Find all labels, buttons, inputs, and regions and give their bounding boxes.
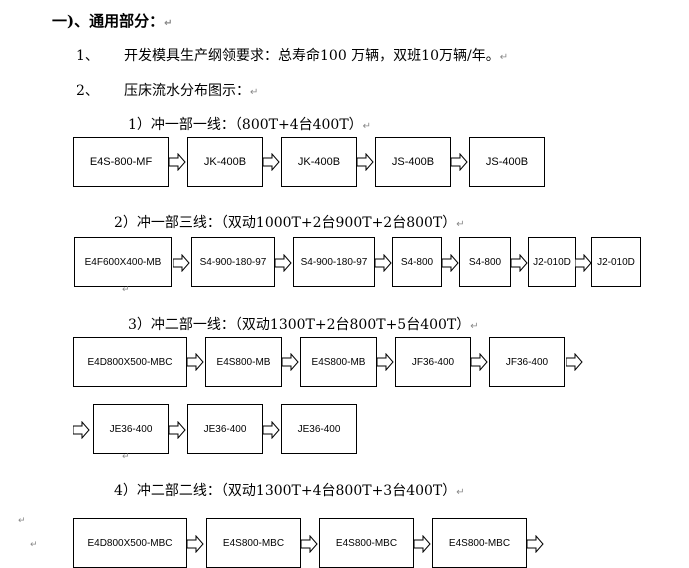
press-box: JF36-400 <box>489 337 565 387</box>
flow-arrow-icon <box>566 353 583 371</box>
press-box: E4S800-MB <box>300 337 377 387</box>
flow-arrow-icon <box>511 254 528 272</box>
press-box: E4S800-MBC <box>432 518 527 568</box>
flow-arrow-icon <box>169 421 186 439</box>
section-title: 一)、通用部分：↵ <box>52 12 173 30</box>
press-box: JE36-400 <box>281 404 357 454</box>
list-item-2-text: 压床流水分布图示：↵ <box>124 83 259 99</box>
flow-arrow-icon <box>451 153 468 171</box>
flow-arrow-icon <box>527 535 544 553</box>
paragraph-mark: ↵ <box>18 516 26 526</box>
press-box: JK-400B <box>281 137 357 187</box>
press-box: JK-400B <box>187 137 263 187</box>
list-item-1-text: 开发模具生产纲领要求：总寿命100 万辆，双班10万辆/年。↵ <box>124 48 509 64</box>
paragraph-mark: ↵ <box>122 285 130 295</box>
press-box: S4-800 <box>392 237 442 287</box>
flow-arrow-icon <box>442 254 459 272</box>
flow-arrow-icon <box>169 153 186 171</box>
paragraph-mark: ↵ <box>122 452 130 462</box>
press-box: JS-400B <box>469 137 545 187</box>
flow-arrow-icon <box>263 421 280 439</box>
flow-arrow-icon <box>263 153 280 171</box>
press-box: E4S800-MBC <box>206 518 301 568</box>
flow-arrow-icon <box>73 421 90 439</box>
flow-arrow-icon <box>357 153 374 171</box>
list-item-2: 2、 <box>76 83 99 99</box>
flow-arrow-icon <box>187 535 204 553</box>
flow-arrow-icon <box>282 353 299 371</box>
paragraph-mark: ↵ <box>30 540 38 550</box>
press-box: E4S800-MB <box>205 337 282 387</box>
press-box: E4D800X500-MBC <box>73 518 187 568</box>
list-item-1: 1、 <box>76 48 99 64</box>
flow-arrow-icon <box>377 353 394 371</box>
line-title-2: 2）冲一部三线：（双动1000T+2台900T+2台800T）↵ <box>114 215 465 231</box>
line-title-1: 1）冲一部一线：（800T+4台400T）↵ <box>128 117 372 133</box>
flow-arrow-icon <box>414 535 431 553</box>
line-title-3: 3）冲二部一线：（双动1300T+2台800T+5台400T）↵ <box>128 317 479 333</box>
flow-arrow-icon <box>301 535 318 553</box>
line-title-4: 4）冲二部二线：（双动1300T+4台800T+3台400T）↵ <box>114 483 465 499</box>
flow-arrow-icon <box>575 254 592 272</box>
press-box: E4D800X500-MBC <box>73 337 187 387</box>
press-box: S4-900-180-97 <box>293 237 375 287</box>
press-box: E4F600X400-MB <box>74 237 172 287</box>
press-box: JE36-400 <box>93 404 169 454</box>
flow-arrow-icon <box>375 254 392 272</box>
press-box: E4S-800-MF <box>73 137 169 187</box>
flow-arrow-icon <box>173 254 190 272</box>
press-box: JF36-400 <box>395 337 471 387</box>
press-box: JS-400B <box>375 137 451 187</box>
flow-arrow-icon <box>275 254 292 272</box>
press-box: J2-010D <box>591 237 641 287</box>
press-box: JE36-400 <box>187 404 263 454</box>
press-box: S4-900-180-97 <box>191 237 275 287</box>
flow-arrow-icon <box>187 353 204 371</box>
flow-arrow-icon <box>471 353 488 371</box>
press-box: S4-800 <box>459 237 511 287</box>
press-box: E4S800-MBC <box>319 518 414 568</box>
press-box: J2-010D <box>528 237 576 287</box>
